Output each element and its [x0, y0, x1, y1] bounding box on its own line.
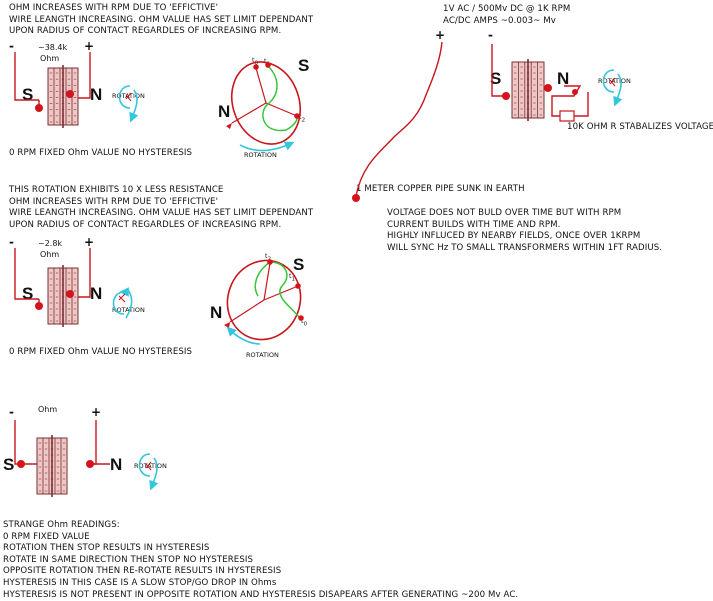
- diagram3-minus-terminal: -: [9, 405, 14, 419]
- rotor2-contact-t1: t1: [289, 272, 296, 283]
- diagram2-heading-line: THIS ROTATION EXHIBITS 10 X LESS RESISTA…: [9, 185, 224, 195]
- diagram1-pole-n: N: [90, 85, 103, 104]
- diagram4-wires: [355, 41, 589, 197]
- diagram1-rotation-icon: [118, 85, 139, 123]
- diagram4-rotation-label: ROTATION: [598, 77, 631, 85]
- diagram4-contact-dot: [544, 84, 552, 92]
- diagram3-notes: STRANGE Ohm READINGS: 0 RPM FIXED VALUE …: [3, 520, 518, 601]
- diagram3-plus-terminal: +: [91, 405, 102, 419]
- diagram1-caption: 0 RPM FIXED Ohm VALUE NO HYSTERESIS: [9, 148, 193, 158]
- diagram1-resistor-block: [47, 65, 79, 128]
- rotor2-pole-s: S: [293, 255, 305, 274]
- diagram2-caption: 0 RPM FIXED Ohm VALUE NO HYSTERESIS: [9, 347, 193, 357]
- rotor2-rotation-label: ROTATION: [246, 351, 279, 359]
- diagram3-contact-dot: [17, 460, 25, 468]
- diagram2-ohm-value: ~2.8k: [38, 239, 63, 248]
- diagram3-note-line: STRANGE Ohm READINGS:: [3, 520, 120, 530]
- diagram4-note-line: CURRENT BUILDS WITH TIME AND RPM.: [387, 219, 561, 230]
- diagram4-heading-line: 1V AC / 500Mv DC @ 1K RPM: [443, 4, 571, 14]
- diagram3-ohm-unit: Ohm: [38, 405, 58, 414]
- diagram4-contact-dot: [502, 92, 510, 100]
- diagram3-note-line: 0 RPM FIXED VALUE: [3, 531, 90, 542]
- diagram2-rotation-icon: [112, 287, 133, 319]
- diagram2-rotation-label: ROTATION: [112, 306, 145, 314]
- diagram3-pole-n: N: [110, 455, 123, 474]
- rotor1-rotation-label: ROTATION: [244, 151, 277, 159]
- diagram2-heading-line: WIRE LEANGTH INCREASING. OHM VALUE HAS S…: [9, 208, 314, 219]
- diagram3-note-line: HYSTERESIS IN THIS CASE IS A SLOW STOP/G…: [3, 577, 277, 588]
- diagram2-ohm-unit: Ohm: [40, 250, 60, 259]
- diagram1-plus-terminal: +: [84, 39, 95, 53]
- diagram1-heading: OHM INCREASES WITH RPM DUE TO 'EFFICTIVE…: [9, 3, 313, 38]
- diagram4-rotation-icon: [602, 69, 623, 107]
- diagram2-minus-terminal: -: [9, 235, 14, 249]
- diagram4-pole-s: S: [490, 69, 502, 88]
- diagram4-heading-line: AC/DC AMPS ~0.003~ Mv: [443, 15, 556, 26]
- rotor2-pole-n: N: [210, 303, 223, 322]
- diagram3-rotation-label: ROTATION: [134, 462, 167, 470]
- rotor2: [224, 259, 304, 345]
- diagram4-pole-n: N: [557, 69, 570, 88]
- diagram2-heading-line: UPON RADIUS OF CONTACT REGARDLES OF INCR…: [9, 219, 282, 230]
- diagram2-contact-dot: [66, 290, 74, 298]
- diagram3-rotation-icon: [138, 453, 159, 491]
- stabilizing-resistor: [559, 110, 575, 122]
- diagram4-plus-terminal: +: [435, 28, 446, 42]
- diagram1-heading-line: WIRE LEANGTH INCREASING. OHM VALUE HAS S…: [9, 14, 314, 25]
- diagram2-contact-dot: [35, 302, 43, 310]
- diagram2-pole-s: S: [22, 284, 34, 303]
- rotor1: [226, 61, 301, 152]
- diagram3-note-line: OPPOSITE ROTATION THEN RE-ROTATE RESULTS…: [3, 566, 282, 577]
- diagram2-pole-n: N: [90, 284, 103, 303]
- rotor1-pole-s: S: [298, 56, 310, 75]
- diagram4-resistor-block: [511, 59, 545, 121]
- diagram2-heading-line: OHM INCREASES WITH RPM DUE TO 'EFFICTIVE…: [9, 196, 219, 207]
- diagram1-heading-line: UPON RADIUS OF CONTACT REGARDLES OF INCR…: [9, 26, 282, 37]
- diagram3-contact-dot: [86, 460, 94, 468]
- diagram4-heading: 1V AC / 500Mv DC @ 1K RPM AC/DC AMPS ~0.…: [443, 4, 570, 27]
- diagram4-minus-terminal: -: [488, 28, 493, 42]
- diagram2-resistor-block: [47, 265, 79, 327]
- diagram2-plus-terminal: +: [84, 235, 95, 249]
- diagram4-note-line: VOLTAGE DOES NOT BULD OVER TIME BUT WITH…: [387, 208, 622, 218]
- diagram3-note-line: ROTATE IN SAME DIRECTION THEN STOP NO HY…: [3, 554, 254, 565]
- rotor2-contact-t0: t0: [301, 317, 308, 328]
- diagram4-notes: VOLTAGE DOES NOT BULD OVER TIME BUT WITH…: [387, 208, 662, 254]
- diagram4-resistor-label: 10K OHM R STABALIZES VOLTAGE: [567, 122, 713, 132]
- diagram4-note-line: HIGHLY INFLUCED BY NEARBY FIELDS, ONCE O…: [387, 231, 641, 242]
- diagram3-note-line: ROTATION THEN STOP RESULTS IN HYSTERESIS: [3, 543, 210, 554]
- diagram3-pole-s: S: [3, 455, 15, 474]
- rotor1-pole-n: N: [218, 102, 231, 121]
- diagram2-heading: THIS ROTATION EXHIBITS 10 X LESS RESISTA…: [9, 185, 313, 231]
- rotor1-contact-t0: t0: [252, 56, 259, 67]
- diagram1-minus-terminal: -: [9, 39, 14, 53]
- diagram1-pole-s: S: [22, 85, 34, 104]
- diagram3-resistor-block: [36, 435, 68, 497]
- diagram1-ohm-unit: Ohm: [40, 54, 60, 63]
- diagram1-ohm-value: ~38.4k: [38, 43, 68, 52]
- diagram4-pipe-label: 1 METER COPPER PIPE SUNK IN EARTH: [356, 184, 525, 194]
- diagram3-note-line: HYSTERESIS IS NOT PRESENT IN OPPOSITE RO…: [3, 589, 519, 600]
- diagram4-note-line: WILL SYNC Hz TO SMALL TRANSFORMERS WITHI…: [387, 242, 663, 253]
- diagram1-contact-dot: [66, 90, 74, 98]
- diagram1-heading-line: OHM INCREASES WITH RPM DUE TO 'EFFICTIVE…: [9, 3, 219, 13]
- pipe-ground-dot: [352, 194, 360, 202]
- diagram1-contact-dot: [35, 104, 43, 112]
- resistor-junction-dot: [572, 89, 578, 95]
